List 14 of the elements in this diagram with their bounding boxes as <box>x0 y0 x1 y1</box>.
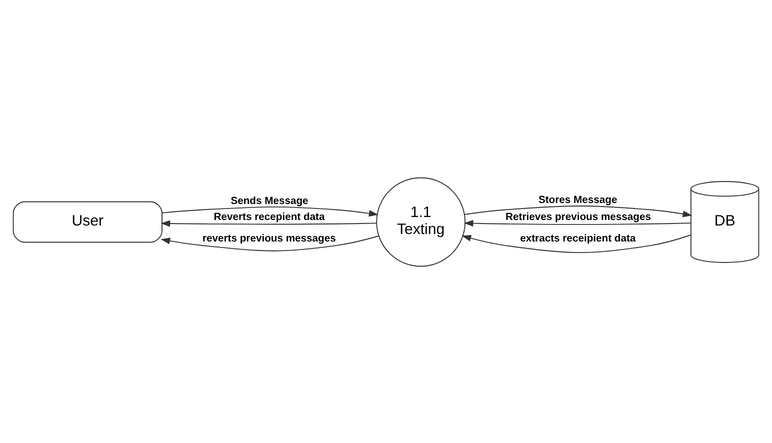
edge-label: reverts previous messages <box>202 233 336 244</box>
arrow <box>160 235 380 251</box>
edge-label: Retrieves previous messages <box>506 211 652 222</box>
node-box: User <box>12 200 162 242</box>
arrow <box>162 206 378 216</box>
arrow <box>160 220 377 226</box>
edge-label: Reverts recepient data <box>214 211 325 222</box>
edge-label: Stores Message <box>538 194 618 206</box>
arrow <box>464 220 692 226</box>
edge-label: Sends Message <box>230 195 308 206</box>
arrow <box>464 205 692 217</box>
node-circle: 1.1 Texting <box>376 176 466 266</box>
edge-label: extracts receipient data <box>520 233 636 244</box>
arrow <box>462 234 692 253</box>
